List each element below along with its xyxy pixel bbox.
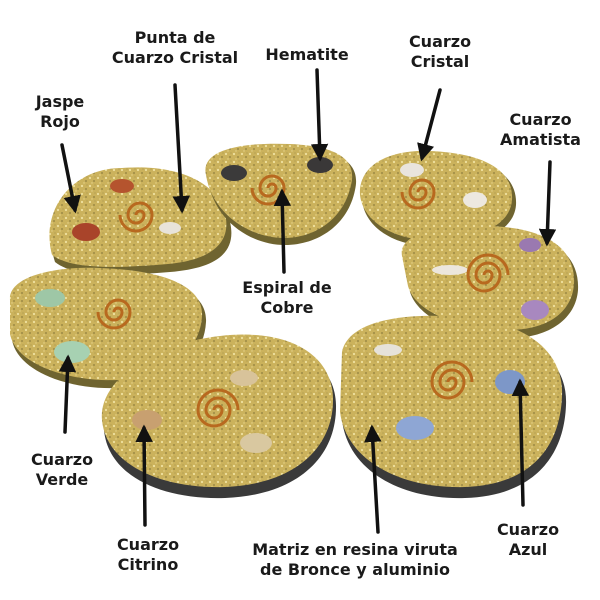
- red-jasper-stone: [110, 179, 134, 193]
- arrow-cuarzo-cristal: [417, 88, 442, 162]
- label-cuarzo-verde: Cuarzo Verde: [30, 450, 94, 489]
- arrow-punta-cuarzo: [172, 83, 190, 214]
- blue-quartz-stone: [396, 416, 434, 440]
- copper-spiral: [118, 201, 154, 233]
- label-cuarzo-citrino: Cuarzo Citrino: [116, 535, 180, 574]
- hematite-stone: [221, 165, 247, 181]
- label-espiral-cobre: Espiral de Cobre: [242, 278, 332, 317]
- copper-spiral: [466, 253, 510, 293]
- stone-top-left: [49, 167, 232, 275]
- stone-right-middle: [401, 225, 579, 338]
- label-punta-cuarzo: Punta de Cuarzo Cristal: [111, 28, 239, 67]
- label-jaspe-rojo: Jaspe Rojo: [35, 92, 85, 131]
- label-cuarzo-azul: Cuarzo Azul: [496, 520, 560, 559]
- stone-bottom-right: [340, 315, 567, 499]
- label-hematite: Hematite: [265, 45, 349, 64]
- copper-spiral: [96, 298, 132, 330]
- amethyst-stone: [519, 238, 541, 252]
- amethyst-stone: [521, 300, 549, 320]
- quartz-point-stone: [159, 222, 181, 234]
- clear-quartz-stone: [463, 192, 487, 208]
- clear-quartz-stone: [400, 163, 424, 177]
- copper-spiral: [400, 178, 436, 210]
- arrow-cuarzo-verde: [58, 354, 77, 434]
- citrine-stone: [230, 370, 258, 386]
- stone-top-right: [359, 150, 517, 246]
- arrow-hematite: [310, 68, 329, 162]
- red-jasper-stone: [72, 223, 100, 241]
- arrow-cuarzo-azul: [511, 378, 530, 507]
- green-quartz-stone: [54, 341, 90, 363]
- quartz-point-stone: [374, 344, 402, 356]
- quartz-point-stone: [432, 265, 468, 275]
- copper-spiral: [430, 360, 474, 400]
- label-cuarzo-cristal: Cuarzo Cristal: [408, 32, 472, 71]
- label-matriz: Matriz en resina viruta de Bronce y alum…: [252, 540, 458, 579]
- green-quartz-stone: [35, 289, 65, 307]
- arrow-matriz: [364, 424, 382, 534]
- label-cuarzo-amatista: Cuarzo Amatista: [500, 110, 581, 149]
- stone-bottom-center: [101, 334, 337, 499]
- citrine-stone: [132, 410, 162, 430]
- citrine-stone: [240, 433, 272, 453]
- arrow-cuarzo-citrino: [135, 424, 153, 527]
- arrow-espiral-cobre: [273, 188, 292, 274]
- arrow-cuarzo-amatista: [538, 160, 557, 247]
- arrow-jaspe-rojo: [60, 143, 81, 214]
- copper-spiral: [196, 388, 240, 428]
- copper-spiral: [250, 174, 286, 206]
